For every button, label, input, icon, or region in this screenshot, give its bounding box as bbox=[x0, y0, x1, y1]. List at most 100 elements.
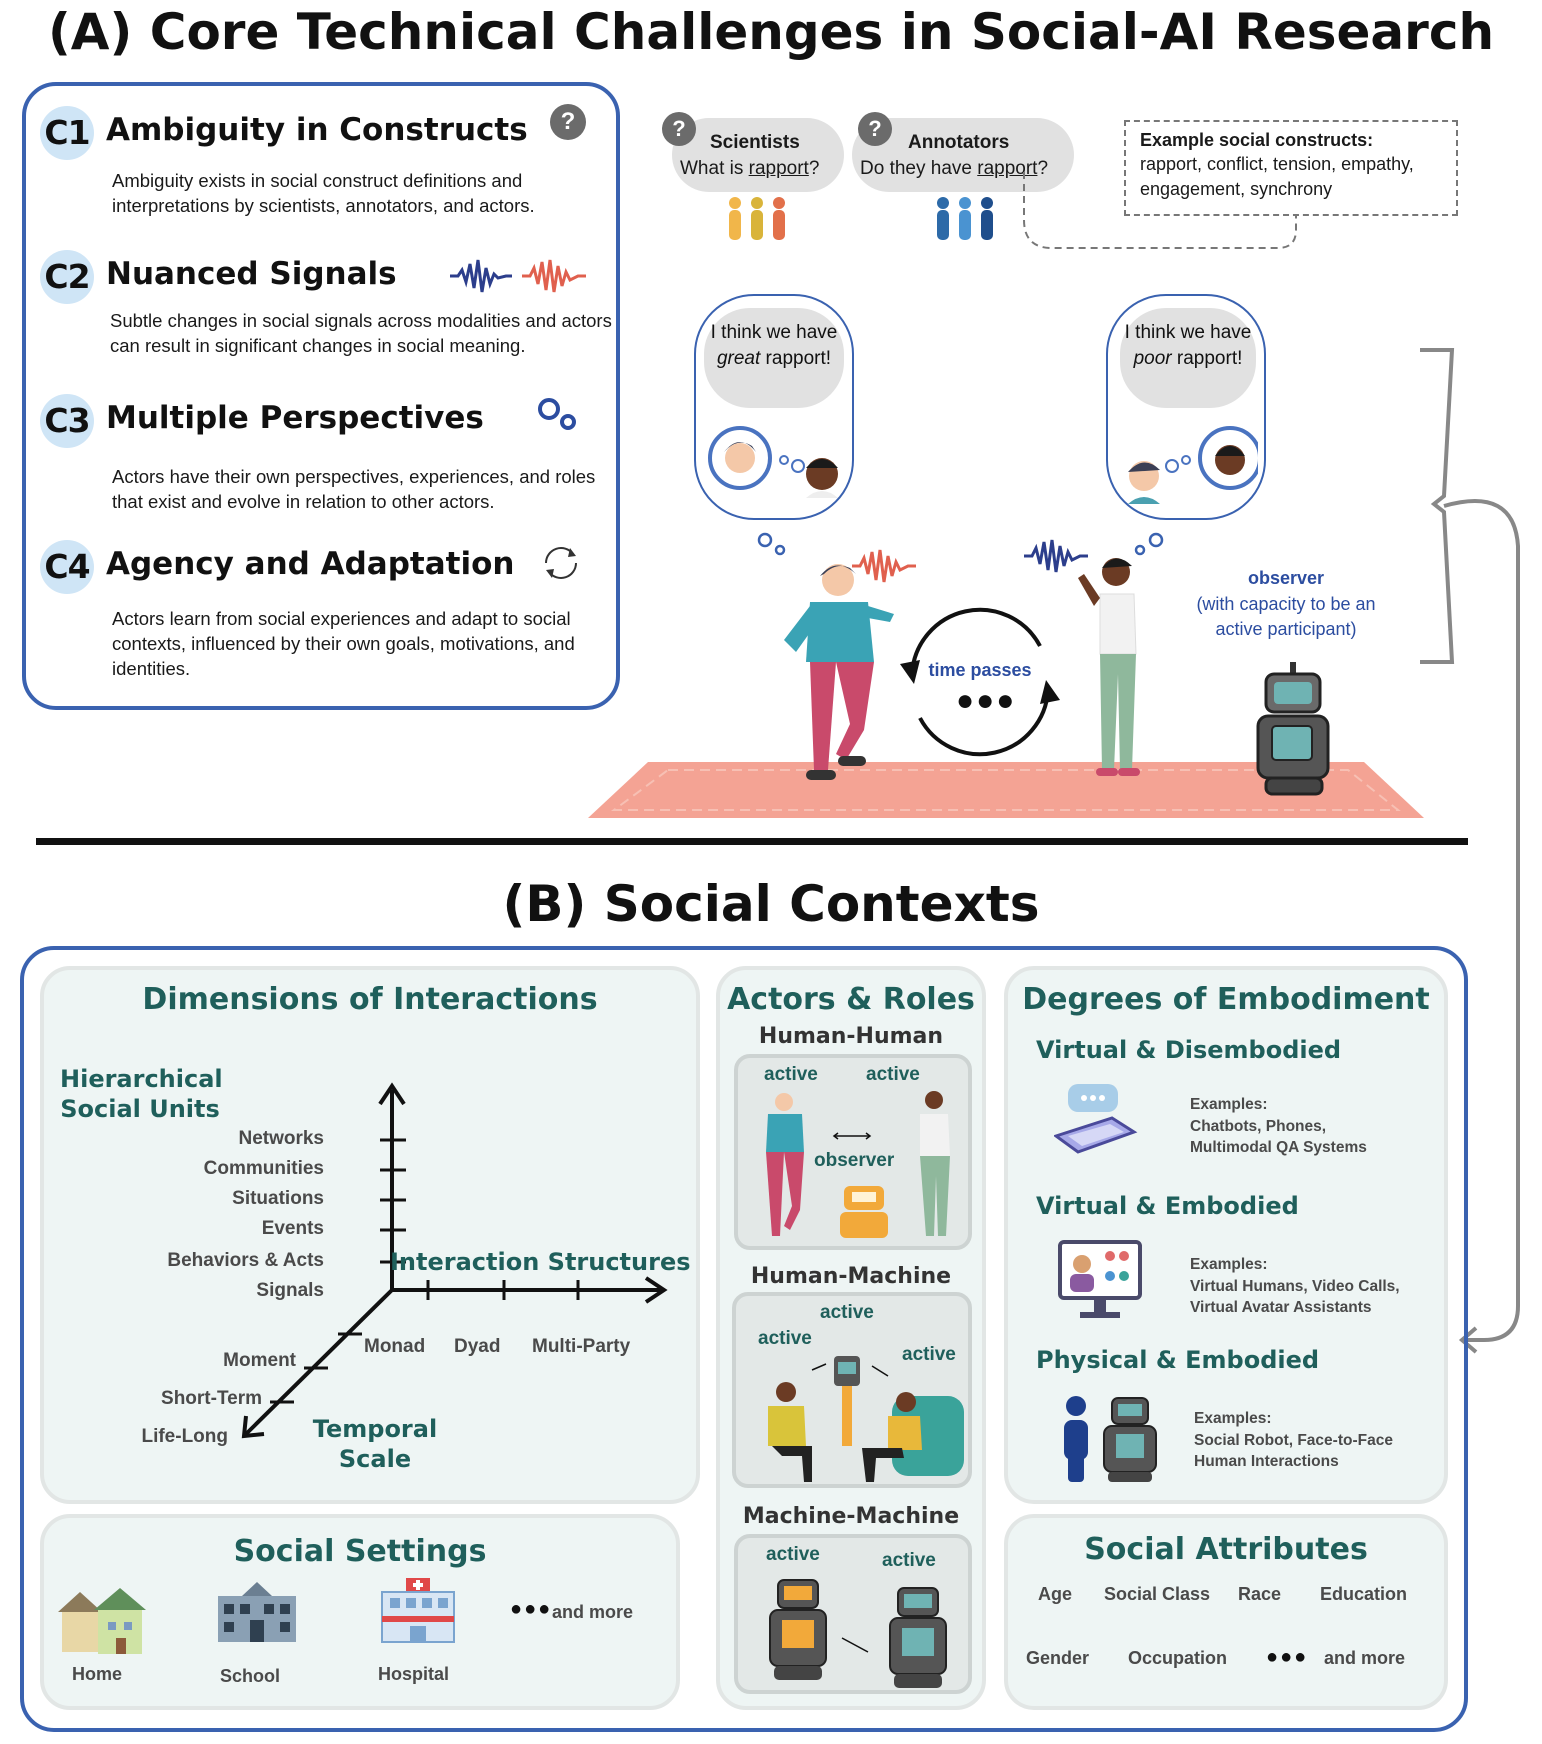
challenge-desc: Actors have their own perspectives, expe… bbox=[112, 466, 596, 512]
section-b-title: (B) Social Contexts bbox=[502, 875, 1040, 933]
hm-figures bbox=[768, 1356, 964, 1482]
home-icon bbox=[58, 1588, 146, 1654]
chatbot-tablet-icon bbox=[1054, 1084, 1138, 1154]
annotators-question: Do they have rapport? bbox=[860, 158, 1049, 179]
thought-dots-icon bbox=[757, 532, 786, 556]
annotators-label: Annotators bbox=[908, 132, 1010, 153]
scientists-bubble: Scientists What is rapport? bbox=[672, 118, 844, 192]
temporal-title: Temporal Scale bbox=[312, 1415, 438, 1473]
examples-label: Examples: bbox=[1190, 1096, 1268, 1113]
setting-label: Home bbox=[72, 1664, 123, 1684]
attribute-label: Gender bbox=[1026, 1648, 1090, 1668]
embodiment-title: Degrees of Embodiment bbox=[1022, 982, 1430, 1017]
challenge-desc: Ambiguity exists in social construct def… bbox=[112, 170, 535, 216]
settings-more: and more bbox=[552, 1602, 634, 1622]
cycle-arrows-icon bbox=[545, 547, 577, 579]
attributes-more: and more bbox=[1324, 1648, 1406, 1668]
examples-text: Virtual Humans, Video Calls, Virtual Ava… bbox=[1190, 1278, 1400, 1316]
waveform-icon bbox=[852, 549, 916, 583]
structures-title: Interaction Structures bbox=[390, 1248, 691, 1276]
time-passes-label: time passes bbox=[928, 660, 1032, 680]
actors-title: Actors & Roles bbox=[727, 982, 975, 1017]
question-icon: ? bbox=[662, 112, 696, 146]
hm-box: active active active bbox=[732, 1292, 972, 1488]
embodiment-item-title: Virtual & Disembodied bbox=[1036, 1036, 1342, 1064]
dimensions-panel: Dimensions of Interactions Hierarchical … bbox=[40, 966, 700, 1504]
hh-box: active active observer bbox=[734, 1054, 972, 1250]
observer-label: observer bbox=[1247, 568, 1325, 588]
person-left-figure bbox=[784, 564, 894, 780]
hh-figures bbox=[766, 1091, 950, 1238]
structure-label: Monad bbox=[364, 1336, 426, 1357]
challenge-title: Agency and Adaptation bbox=[106, 546, 515, 582]
mm-robots bbox=[769, 1579, 947, 1688]
challenge-desc: Actors learn from social experiences and… bbox=[112, 608, 575, 679]
hier-level: Communities bbox=[203, 1158, 324, 1179]
ellipsis-icon: ●●● bbox=[1266, 1646, 1309, 1668]
section-divider bbox=[36, 838, 1468, 845]
dashed-connector bbox=[1023, 172, 1297, 249]
thought-bubble-icon bbox=[538, 398, 576, 430]
role-label: active bbox=[866, 1064, 920, 1085]
examples-label: Examples: bbox=[1190, 1256, 1268, 1273]
role-label: active bbox=[820, 1302, 874, 1323]
temporal-label: Short-Term bbox=[161, 1388, 262, 1409]
axes-diagram bbox=[241, 1082, 668, 1439]
section-a-title: (A) Core Technical Challenges in Social-… bbox=[47, 3, 1495, 61]
person-right-figure bbox=[1078, 558, 1140, 776]
attributes-panel: Social Attributes Age Social Class Race … bbox=[1004, 1514, 1448, 1710]
ellipsis-icon: ●●● bbox=[510, 1598, 553, 1620]
waveform-icon bbox=[1024, 539, 1088, 573]
question-icon: ? bbox=[550, 104, 586, 140]
temporal-label: Moment bbox=[223, 1350, 296, 1371]
hier-level: Signals bbox=[256, 1280, 324, 1301]
example-constructs-box: Example social constructs: rapport, conf… bbox=[1124, 120, 1458, 216]
question-icon: ? bbox=[858, 112, 892, 146]
school-icon bbox=[218, 1582, 296, 1642]
attribute-label: Race bbox=[1238, 1584, 1282, 1604]
dimensions-title: Dimensions of Interactions bbox=[142, 982, 598, 1017]
example-constructs-text: rapport, conflict, tension, empathy, eng… bbox=[1140, 154, 1414, 199]
waveform-icon bbox=[450, 259, 586, 293]
hm-title: Human-Machine bbox=[750, 1264, 952, 1289]
examples-text: Chatbots, Phones, Multimodal QA Systems bbox=[1190, 1118, 1367, 1156]
role-label: active bbox=[766, 1544, 820, 1565]
structure-label: Multi-Party bbox=[532, 1336, 631, 1357]
challenge-code: C1 bbox=[40, 106, 94, 160]
challenge-title: Multiple Perspectives bbox=[106, 400, 484, 436]
scientists-label: Scientists bbox=[710, 132, 800, 153]
social-contexts-frame bbox=[20, 946, 1468, 1732]
actors-panel: Actors & Roles Human-Human active active… bbox=[716, 966, 986, 1710]
hier-level: Networks bbox=[238, 1128, 324, 1149]
setting-label: School bbox=[220, 1666, 281, 1686]
role-label: active bbox=[882, 1550, 936, 1571]
challenge-code: C4 bbox=[40, 540, 94, 594]
annotators-people-icon bbox=[937, 197, 993, 240]
hospital-icon bbox=[381, 1578, 455, 1643]
avatar-icon bbox=[1128, 426, 1258, 504]
mm-box: active active bbox=[734, 1534, 972, 1694]
challenge-desc: Subtle changes in social signals across … bbox=[110, 310, 612, 356]
ellipsis-icon: ●●● bbox=[956, 684, 1017, 717]
examples-text: Social Robot, Face-to-Face Human Interac… bbox=[1194, 1432, 1393, 1470]
role-label: observer bbox=[814, 1150, 895, 1171]
observer-note: (with capacity to be an active participa… bbox=[1196, 594, 1376, 639]
settings-title: Social Settings bbox=[233, 1534, 487, 1569]
hier-level: Situations bbox=[232, 1188, 324, 1209]
examples-label: Examples: bbox=[1194, 1410, 1272, 1427]
challenge-title: Ambiguity in Constructs bbox=[106, 112, 528, 148]
role-label: active bbox=[758, 1328, 812, 1349]
person-robot-icon bbox=[1064, 1396, 1157, 1482]
video-call-icon bbox=[1058, 1240, 1142, 1318]
mm-title: Machine-Machine bbox=[742, 1504, 960, 1529]
attribute-label: Social Class bbox=[1104, 1584, 1211, 1604]
left-thought-text: I think we have great rapport! bbox=[704, 308, 844, 408]
bracket-connector bbox=[1420, 348, 1520, 1354]
right-thought-text: I think we have poor rapport! bbox=[1120, 308, 1256, 408]
role-label: active bbox=[902, 1344, 956, 1365]
challenge-code: C3 bbox=[40, 394, 94, 448]
time-cycle-icon bbox=[900, 607, 1060, 757]
attribute-label: Age bbox=[1038, 1584, 1073, 1604]
challenges-box: C1 Ambiguity in Constructs Ambiguity exi… bbox=[22, 82, 620, 710]
scientists-question: What is rapport? bbox=[680, 158, 820, 179]
